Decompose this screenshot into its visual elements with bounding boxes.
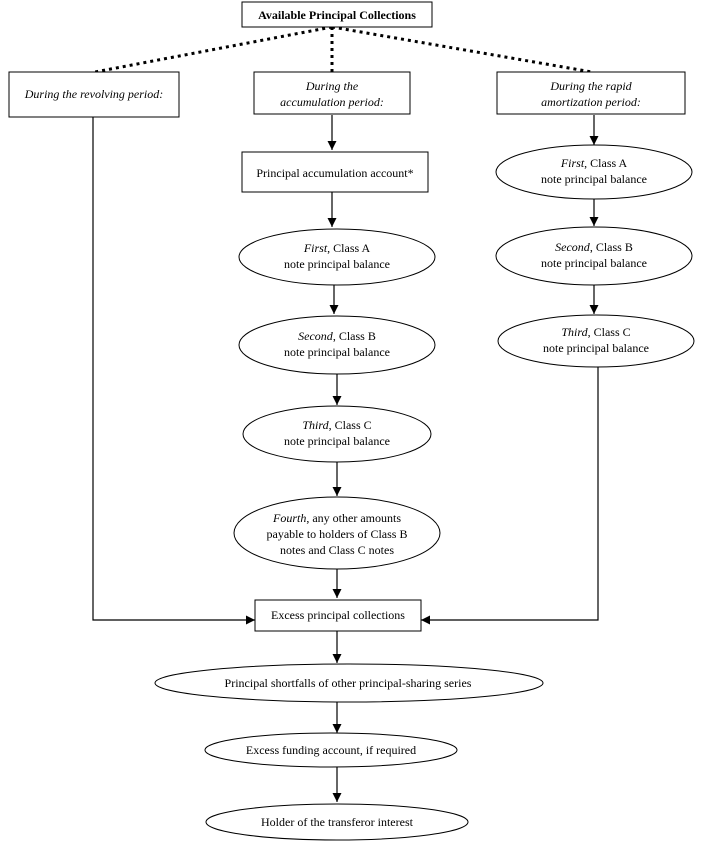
acc-third-class-c-ellipse: Third, Class C note principal balance	[242, 405, 432, 463]
svg-text:Third, Class C: Third, Class C	[302, 418, 371, 432]
svg-text:Second, Class B: Second, Class B	[555, 240, 633, 254]
revolving-period-box: During the revolving period:	[8, 71, 180, 118]
acc-fourth-other-amounts-ellipse: Fourth, any other amounts payable to hol…	[233, 496, 441, 570]
principal-accumulation-account-label: Principal accumulation account*	[256, 166, 413, 180]
svg-text:Third, Class C: Third, Class C	[561, 325, 630, 339]
excess-principal-collections-label: Excess principal collections	[271, 608, 405, 622]
rapid-second-line2: note principal balance	[541, 256, 647, 270]
excess-principal-collections-box: Excess principal collections	[254, 599, 422, 632]
transferor-interest-label: Holder of the transferor interest	[261, 815, 414, 829]
available-principal-collections-box: Available Principal Collections	[241, 1, 433, 28]
acc-second-class: , Class B	[333, 329, 376, 343]
svg-text:Second, Class B: Second, Class B	[298, 329, 376, 343]
acc-fourth-rest: , any other amounts	[306, 511, 401, 525]
principal-shortfalls-ellipse: Principal shortfalls of other principal-…	[154, 663, 544, 703]
rapid-first-line2: note principal balance	[541, 172, 647, 186]
acc-first-line2: note principal balance	[284, 257, 390, 271]
principal-shortfalls-label: Principal shortfalls of other principal-…	[225, 676, 472, 690]
principal-accumulation-account-box: Principal accumulation account*	[241, 151, 429, 193]
svg-text:First, Class A: First, Class A	[303, 241, 371, 255]
acc-second-line2: note principal balance	[284, 345, 390, 359]
acc-second-class-b-ellipse: Second, Class B note principal balance	[238, 315, 436, 375]
rapid-amortization-period-box: During the rapid amortization period:	[496, 71, 686, 115]
rapid-third-ordinal: Third	[561, 325, 588, 339]
acc-fourth-line2: payable to holders of Class B	[267, 527, 408, 541]
available-principal-collections-label: Available Principal Collections	[258, 8, 416, 22]
rapid-amortization-period-line1: During the rapid	[549, 79, 632, 93]
rapid-first-ordinal: First	[560, 156, 585, 170]
rapid-first-class: , Class A	[584, 156, 627, 170]
excess-funding-account-label: Excess funding account, if required	[246, 743, 416, 757]
rapid-third-class-c-ellipse: Third, Class C note principal balance	[497, 314, 695, 368]
acc-first-ordinal: First	[303, 241, 328, 255]
accumulation-period-line1: During the	[305, 79, 359, 93]
transferor-interest-ellipse: Holder of the transferor interest	[205, 803, 469, 841]
rapid-third-line2: note principal balance	[543, 341, 649, 355]
accumulation-period-line2: accumulation period:	[280, 95, 384, 109]
revolving-period-label: During the revolving period:	[24, 87, 164, 101]
acc-second-ordinal: Second	[298, 329, 334, 343]
acc-third-class: , Class C	[329, 418, 372, 432]
connectors	[92, 115, 599, 802]
svg-text:Fourth, any other amounts: Fourth, any other amounts	[272, 511, 401, 525]
acc-fourth-line3: notes and Class C notes	[280, 543, 394, 557]
svg-text:First, Class A: First, Class A	[560, 156, 628, 170]
rapid-amortization-period-line2: amortization period:	[541, 95, 641, 109]
acc-first-class: , Class A	[327, 241, 370, 255]
acc-third-ordinal: Third	[302, 418, 329, 432]
rapid-second-ordinal: Second	[555, 240, 591, 254]
excess-funding-account-ellipse: Excess funding account, if required	[204, 732, 458, 768]
acc-third-line2: note principal balance	[284, 434, 390, 448]
rapid-second-class-b-ellipse: Second, Class B note principal balance	[495, 226, 693, 286]
rapid-third-class: , Class C	[588, 325, 631, 339]
accumulation-period-box: During the accumulation period:	[253, 71, 411, 115]
rapid-second-class: , Class B	[590, 240, 633, 254]
acc-first-class-a-ellipse: First, Class A note principal balance	[238, 228, 436, 286]
rapid-first-class-a-ellipse: First, Class A note principal balance	[495, 144, 693, 200]
dotted-branches	[94, 25, 593, 74]
acc-fourth-ordinal: Fourth	[272, 511, 306, 525]
